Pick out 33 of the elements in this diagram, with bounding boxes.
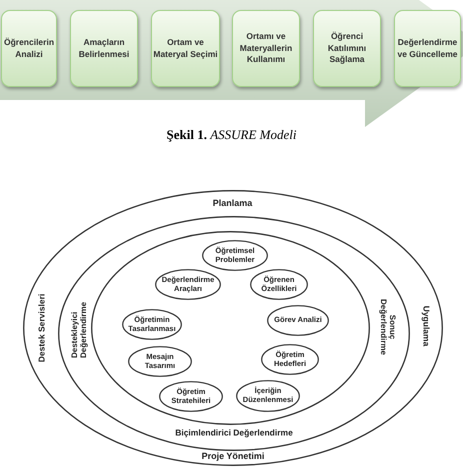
step-box [313,10,381,87]
middle-ellipse [58,216,410,451]
topic-oval [128,346,192,377]
ring-label: Uygulama [421,306,431,346]
ring-label: Destek Servisleri [37,294,47,362]
step-label: Ortam ve Materyal Seçimi [153,37,218,60]
step-label: Amaçların Belirlenmesi [78,37,130,60]
topic-oval [155,269,221,300]
step-box [1,10,57,87]
topic-oval [236,380,300,412]
topic-oval [202,240,268,271]
ring-label: Proje Yönetimi [202,452,264,462]
arrow-band [0,0,463,128]
ring-label: Sonuç Değerlendirme [378,298,396,357]
topic-oval [267,305,329,336]
step-label: Değerlendirme ve Güncelleme [396,37,458,60]
ring-label: Destekleyici Değerlendirme [71,300,89,358]
topic-oval [261,344,319,375]
step-box [151,10,220,87]
inner-ellipse [91,231,370,425]
step-box [232,10,300,87]
step-box [70,10,138,87]
ring-label: Biçimlendirici Değerlendirme [175,428,293,438]
step-label: Öğrencilerin Analizi [3,37,55,60]
topic-oval [250,269,308,300]
topic-oval [122,309,182,340]
ring-label: Planlama [212,199,252,209]
step-label: Öğrenci Katılımını Sağlama [326,31,368,66]
step-box [394,10,461,87]
topic-oval [159,381,223,412]
figure-caption: Şekil 1. ASSURE Modeli [166,128,296,142]
step-label: Ortamı ve Materyallerin Kullanımı [238,31,294,66]
outer-ellipse [23,190,443,466]
